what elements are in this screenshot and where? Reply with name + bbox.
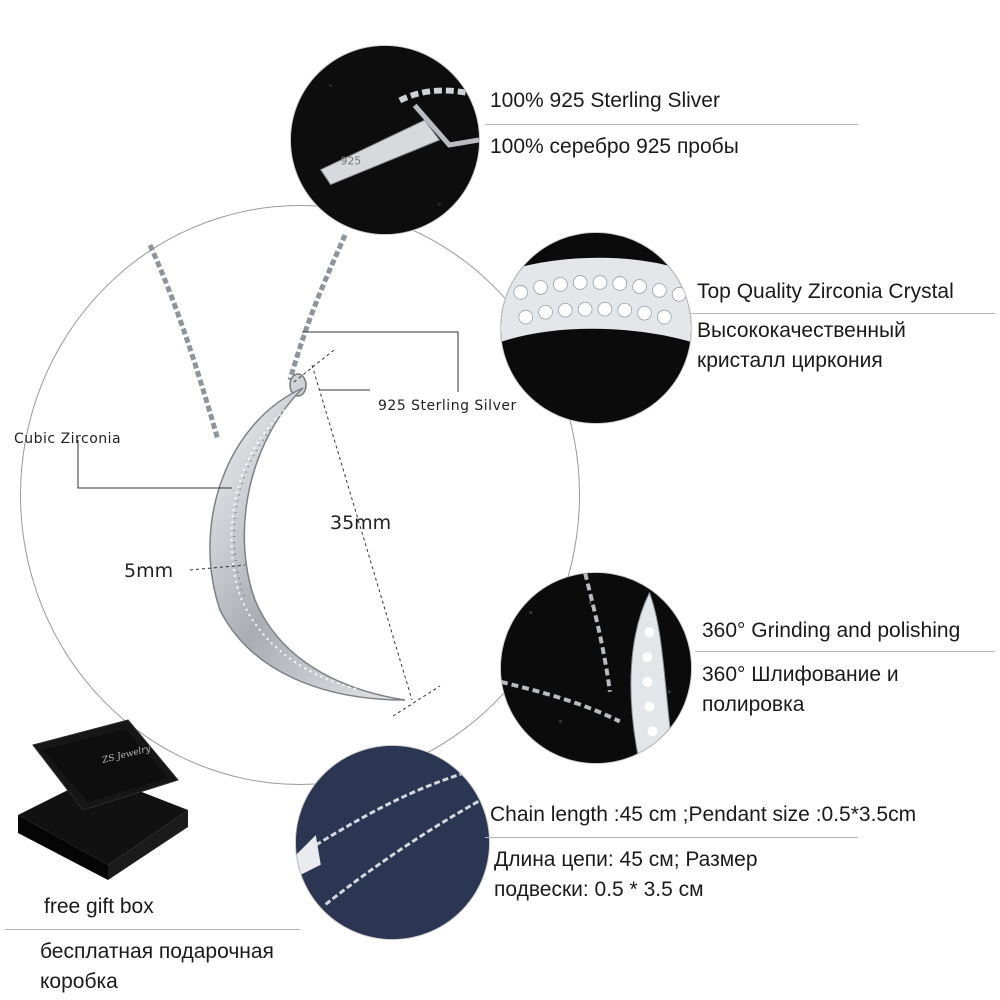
chain-closeup-image <box>295 745 490 940</box>
gift-box-image: ZS Jewelry <box>18 719 188 880</box>
feature-1-divider <box>485 124 858 125</box>
label-length: 35mm <box>330 512 392 534</box>
label-width: 5mm <box>124 560 174 582</box>
feature-1-en: 100% 925 Sterling Sliver <box>490 89 720 112</box>
feature-2-divider <box>690 313 995 314</box>
feature-4-ru: Длина цепи: 45 см; Размер подвески: 0.5 … <box>494 848 758 901</box>
gift-label-ru: бесплатная подарочная коробка <box>40 940 274 993</box>
main-circle-outline <box>20 205 580 785</box>
feature-4-en: Chain length :45 cm ;Pendant size :0.5*3… <box>490 803 917 826</box>
gift-label-en: free gift box <box>44 895 154 918</box>
svg-text:925: 925 <box>340 155 361 168</box>
feature-2-en: Top Quality Zirconia Crystal <box>697 280 954 303</box>
zirconia-closeup-image <box>500 232 692 424</box>
feature-1-ru: 100% серебро 925 пробы <box>490 135 739 158</box>
feature-3-en: 360° Grinding and polishing <box>702 619 961 642</box>
feature-4-divider <box>485 837 858 838</box>
feature-3-divider <box>695 651 995 652</box>
gift-divider <box>5 929 300 930</box>
clasp-closeup-image: 925 <box>290 45 480 235</box>
feature-3-ru: 360° Шлифование и полировка <box>702 663 899 716</box>
polishing-closeup-image <box>500 572 692 764</box>
label-cubic-zirconia: Cubic Zirconia <box>14 431 122 447</box>
label-sterling-silver: 925 Sterling Silver <box>378 398 517 414</box>
feature-2-ru: Высококачественный кристалл циркония <box>697 319 906 372</box>
